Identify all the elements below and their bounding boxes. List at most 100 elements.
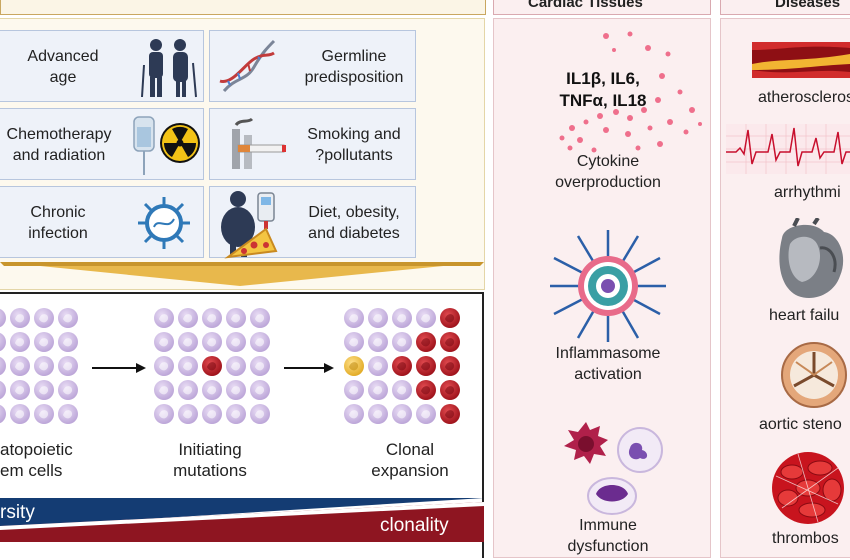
- cell-nucleus: [421, 410, 431, 419]
- cell-nucleus: [39, 338, 49, 347]
- disease-label-arrhythmia: arrhythmi: [774, 184, 841, 201]
- cell-nucleus: [159, 410, 169, 419]
- tissue-label-inflammasome: Inflammasome activation: [555, 345, 661, 383]
- iv-bag-icon: [133, 116, 200, 175]
- obese-person-icon: [221, 191, 278, 259]
- funnel-arrow: [0, 262, 484, 286]
- cell-nucleus: [421, 386, 431, 395]
- artery-plaque-icon: [752, 42, 850, 78]
- tissues-panel-header: Cardiac Tissues: [493, 0, 711, 15]
- cell-nucleus: [63, 362, 73, 371]
- cell-nucleus: [349, 314, 359, 323]
- cell-nucleus: [349, 386, 359, 395]
- cell-nucleus: [373, 362, 383, 371]
- cell-nucleus: [397, 386, 407, 395]
- cell-grids: [0, 308, 460, 424]
- risk-label: Germline predisposition: [304, 48, 404, 86]
- clonal-expansion-grid: [344, 308, 460, 424]
- risk-box-infection: Chronic infection: [0, 186, 204, 258]
- cell-nucleus: [183, 386, 193, 395]
- cell-nucleus: [39, 386, 49, 395]
- virus-icon: [138, 197, 190, 249]
- cell-nucleus: [445, 410, 455, 419]
- cell-nucleus: [445, 362, 455, 371]
- risk-label: Advanced age: [27, 48, 99, 86]
- cell-nucleus: [445, 386, 455, 395]
- cell-nucleus: [397, 410, 407, 419]
- cell-nucleus: [255, 410, 265, 419]
- stem-cell-grid: [0, 308, 78, 424]
- inflammasome-icon: [550, 230, 666, 342]
- cell-nucleus: [183, 314, 193, 323]
- cell-nucleus: [373, 338, 383, 347]
- stage-label-stem-cells: atopoietic em cells: [0, 440, 73, 480]
- factory-icon: [232, 117, 286, 169]
- ecg-icon: [726, 124, 850, 174]
- radiation-icon: [160, 123, 200, 163]
- cell-nucleus: [63, 338, 73, 347]
- cell-nucleus: [63, 386, 73, 395]
- cell-nucleus: [63, 314, 73, 323]
- cell-nucleus: [207, 410, 217, 419]
- disease-label-atherosclerosis: atheroscleros: [758, 89, 850, 106]
- diseases-panel-header: Diseases: [720, 0, 850, 15]
- cell-nucleus: [15, 314, 25, 323]
- clonality-label: clonality: [380, 515, 449, 536]
- cell-nucleus: [373, 314, 383, 323]
- disease-label-heart-failure: heart failu: [769, 307, 840, 324]
- cell-nucleus: [349, 410, 359, 419]
- cell-nucleus: [255, 362, 265, 371]
- cell-nucleus: [421, 338, 431, 347]
- risk-panel-header: [0, 0, 486, 15]
- disease-label-thrombosis: thrombos: [772, 530, 839, 547]
- risk-box-germline: Germline predisposition: [209, 30, 416, 102]
- risk-label: Chemotherapy and radiation: [6, 126, 112, 164]
- tissue-label-cytokine: Cytokine overproduction: [555, 153, 661, 191]
- cell-nucleus: [183, 362, 193, 371]
- cell-nucleus: [231, 386, 241, 395]
- thrombus-icon: [772, 452, 844, 524]
- cell-nucleus: [231, 314, 241, 323]
- cell-nucleus: [159, 362, 169, 371]
- cell-nucleus: [15, 362, 25, 371]
- tissue-label-immune: Immune dysfunction: [567, 517, 649, 555]
- heart-icon: [779, 218, 844, 298]
- cell-nucleus: [183, 410, 193, 419]
- dna-helix-icon: [219, 39, 276, 93]
- cell-nucleus: [39, 314, 49, 323]
- stem-cell: [0, 404, 6, 424]
- cell-nucleus: [159, 386, 169, 395]
- cell-nucleus: [15, 410, 25, 419]
- cell-nucleus: [373, 410, 383, 419]
- diversity-clonality-bar: [0, 498, 484, 542]
- stem-cell: [0, 356, 6, 376]
- stage-label-clonal: Clonal expansion: [371, 440, 449, 480]
- initiating-mutation-grid: [154, 308, 270, 424]
- cell-nucleus: [39, 410, 49, 419]
- cell-nucleus: [15, 386, 25, 395]
- cell-nucleus: [15, 338, 25, 347]
- cell-nucleus: [397, 314, 407, 323]
- glucometer-icon: [257, 192, 275, 229]
- risk-label: Smoking and ?pollutants: [307, 126, 401, 164]
- pizza-icon: [224, 227, 278, 259]
- cell-nucleus: [231, 362, 241, 371]
- cell-nucleus: [421, 314, 431, 323]
- risk-box-diet: Diet, obesity, and diabetes: [209, 186, 416, 259]
- risk-box-chemotherapy: Chemotherapy and radiation: [0, 108, 204, 180]
- cell-nucleus: [255, 338, 265, 347]
- cell-nucleus: [255, 386, 265, 395]
- disease-label-aortic-stenosis: aortic steno: [759, 416, 842, 433]
- cell-nucleus: [63, 410, 73, 419]
- cell-nucleus: [255, 314, 265, 323]
- cell-nucleus: [231, 338, 241, 347]
- cytokine-dots: [559, 31, 702, 153]
- immune-cells-icon: [564, 422, 663, 515]
- elderly-couple-icon: [141, 39, 197, 98]
- cigarette-icon: [237, 144, 286, 153]
- cell-nucleus: [397, 338, 407, 347]
- cytokine-list: IL1β, IL6, TNFα, IL18: [559, 69, 647, 110]
- stem-cell: [0, 332, 6, 352]
- cell-nucleus: [445, 338, 455, 347]
- cell-nucleus: [39, 362, 49, 371]
